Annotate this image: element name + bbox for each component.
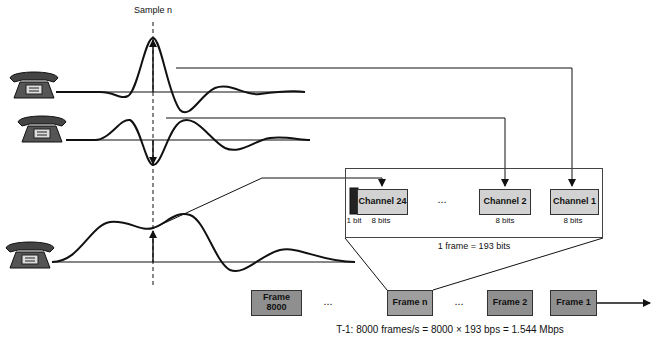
box-label: Channel 24 xyxy=(358,197,406,207)
waveform xyxy=(52,38,355,271)
frame-caption: 1 frame = 193 bits xyxy=(438,241,510,251)
leader-line xyxy=(158,68,572,226)
frame-slot: Frame 8000 xyxy=(251,290,302,316)
bit-count: 8 bits xyxy=(563,217,582,226)
output-arrow xyxy=(597,302,650,304)
channel-box: Channel 1 xyxy=(550,189,599,215)
frame-box: 1 frame = 193 bitsChannel 24Channel 2Cha… xyxy=(345,168,603,238)
box-label: Frame 1 xyxy=(556,298,591,308)
box-label: Channel 1 xyxy=(553,197,596,207)
box-label: Frame 2 xyxy=(493,298,528,308)
ellipsis: ... xyxy=(323,295,332,307)
sample-label: Sample n xyxy=(134,6,172,16)
box-label: Frame n xyxy=(392,298,427,308)
frame-slot: Frame 2 xyxy=(487,290,533,316)
sample-line xyxy=(153,22,154,288)
box-label: Channel 2 xyxy=(483,197,526,207)
channel-box: Channel 24 xyxy=(357,189,408,215)
bit-count: 8 bits xyxy=(371,217,390,226)
frame-slot: Frame n xyxy=(387,290,433,316)
zoom-line xyxy=(345,238,603,290)
frame-slot: Frame 1 xyxy=(550,290,597,316)
telephone-icon xyxy=(6,72,66,268)
bit-count: 8 bits xyxy=(495,217,514,226)
sample-arrow xyxy=(152,40,154,262)
ellipsis: ... xyxy=(437,193,446,205)
bit-count: 1 bit xyxy=(346,217,361,226)
channel-box: Channel 2 xyxy=(479,189,531,215)
data-rate: T-1: 8000 frames/s = 8000 × 193 bps = 1.… xyxy=(336,324,564,335)
box-label: Frame 8000 xyxy=(252,293,301,313)
ellipsis: ... xyxy=(454,295,463,307)
